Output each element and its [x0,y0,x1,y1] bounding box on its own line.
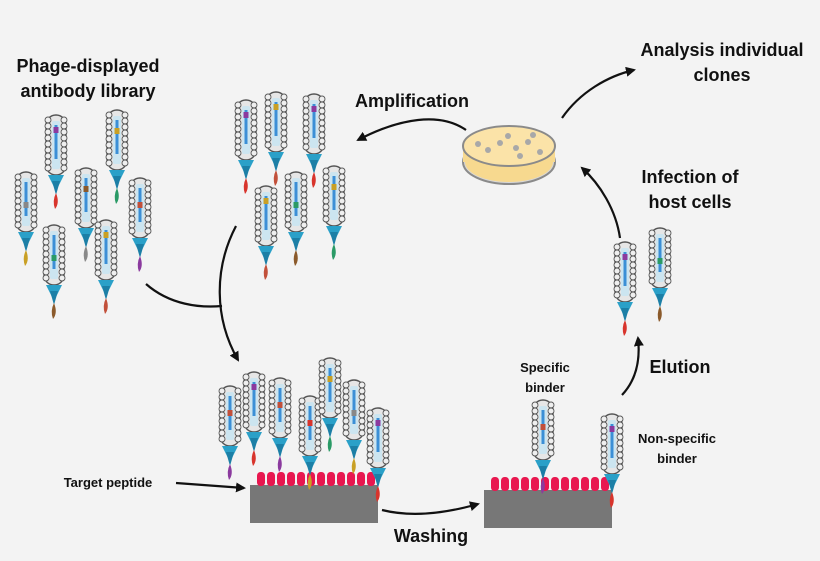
phage-population [14,91,672,508]
phage-icon [105,109,129,204]
infection-label-line1: Infection of [642,167,740,187]
nonspecific-binder-label-line2: binder [657,451,697,466]
phage-icon [342,379,366,474]
peptide [571,477,579,491]
target-peptide-label: Target peptide [64,475,153,490]
peptide [337,472,345,486]
washing-label: Washing [394,526,468,546]
peptide [267,472,275,486]
peptide [581,477,589,491]
phage-icon [128,177,152,272]
phage-icon [284,171,308,266]
arrow-icon [621,336,644,396]
peptide [317,472,325,486]
phage-icon [234,99,258,194]
phage-icon [318,357,342,452]
phage-icon [302,93,326,188]
phage-icon [600,413,624,508]
peptide [257,472,265,486]
phage-icon [322,165,346,260]
peptide [521,477,529,491]
peptide [277,472,285,486]
phage-icon [42,224,66,319]
peptide [601,477,609,491]
peptide [501,477,509,491]
peptide [561,477,569,491]
arrow-icon [145,283,223,308]
phage-icon [298,395,322,490]
phage-icon [94,219,118,314]
phage-icon [74,167,98,262]
phage-icon [254,185,278,280]
target-peptide-row [491,477,609,491]
phage-icon [44,114,68,209]
peptide [287,472,295,486]
peptide [347,472,355,486]
peptide [511,477,519,491]
infection-label-line2: host cells [648,192,731,212]
peptide [551,477,559,491]
library-label-line2: antibody library [20,81,155,101]
peptide [591,477,599,491]
binding-surface-right [484,477,612,528]
library-label-line1: Phage-displayed [16,56,159,76]
binding-surface-left [250,472,378,523]
arrow-icon [381,501,480,515]
phage-icon [531,399,555,494]
peptide [297,472,305,486]
target-peptide-row [257,472,375,486]
arrow-icon [580,166,622,239]
arrow-icon [356,118,467,141]
phage-icon [14,171,38,266]
analysis-label-line2: clones [693,65,750,85]
analysis-label-line1: Analysis individual [640,40,803,60]
peptide [327,472,335,486]
arrow-icon [218,225,239,362]
specific-binder-label-line2: binder [525,380,565,395]
peptide [367,472,375,486]
peptide [491,477,499,491]
elution-label: Elution [650,357,711,377]
petri-dish-icon [462,125,556,185]
phage-icon [268,377,292,472]
peptide [531,477,539,491]
amplification-label: Amplification [355,91,469,111]
arrow-icon [561,66,636,119]
phage-icon [366,407,390,502]
specific-binder-label-line1: Specific [520,360,570,375]
arrow-icon [175,481,246,493]
phage-icon [218,385,242,480]
peptide [357,472,365,486]
phage-icon [264,91,288,186]
phage-icon [242,371,266,466]
nonspecific-binder-label-line1: Non-specific [638,431,716,446]
phage-icon [613,241,637,336]
phage-icon [648,227,672,322]
